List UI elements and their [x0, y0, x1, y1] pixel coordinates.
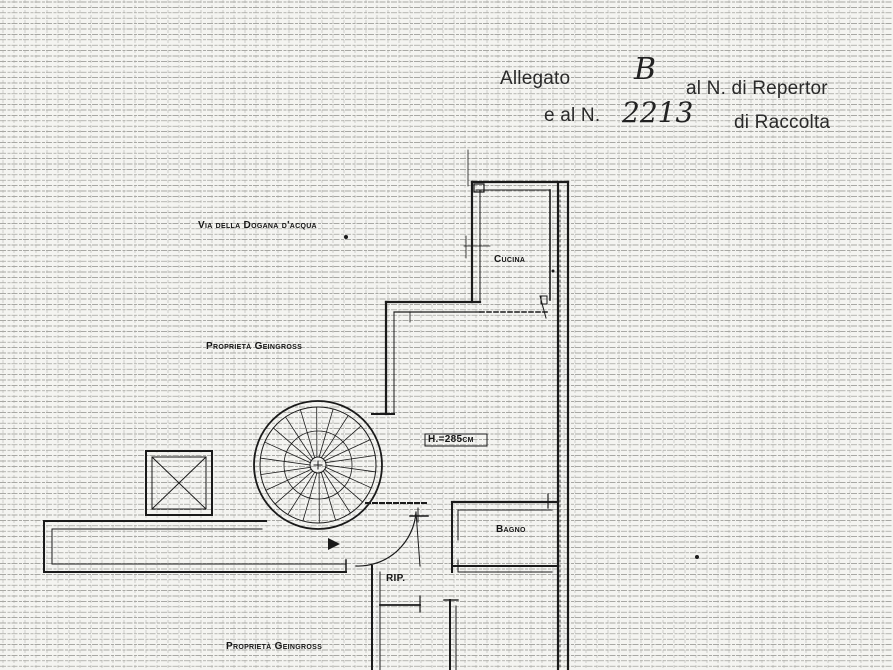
shaft-box — [145, 450, 213, 516]
label-street: Via della Dogana d'acqua — [198, 220, 317, 231]
label-bathroom: Bagno — [496, 524, 526, 535]
stair-tread — [299, 409, 316, 459]
annotation-allegato: Allegato — [500, 68, 571, 89]
stair-tread — [260, 466, 311, 476]
annotation-raccolta: di Raccolta — [734, 112, 831, 133]
stair-tread — [265, 468, 312, 491]
label-height: H.=285cm — [428, 434, 474, 445]
annotation-numero: e al N. — [544, 105, 601, 126]
entry-door — [355, 507, 429, 567]
stair-tread — [274, 470, 314, 505]
stair-tread — [259, 457, 311, 466]
kitchen-walls — [463, 149, 570, 304]
height-tag-frame — [424, 433, 488, 447]
stair-tread — [322, 425, 362, 460]
stair-tread — [272, 427, 312, 462]
stair-tread — [325, 454, 376, 464]
stair-tread — [264, 441, 311, 464]
label-property-bottom: Proprietà Geingross — [226, 641, 323, 652]
stair-tread — [325, 464, 377, 473]
bathroom-walls — [450, 493, 560, 573]
stair-tread — [322, 470, 352, 514]
stair-tread — [324, 439, 371, 462]
east-wall — [556, 180, 570, 670]
west-corridor-walls — [43, 520, 347, 573]
label-property-top: Proprietà Geingross — [206, 341, 303, 352]
stair-inner-ring — [259, 406, 377, 524]
spiral-staircase — [253, 400, 383, 530]
marker-dot — [695, 555, 699, 559]
storage-walls — [371, 565, 459, 670]
stair-tread — [320, 414, 349, 459]
marker-dot — [344, 235, 348, 239]
label-storage: RIP. — [386, 573, 406, 584]
marker-dot — [551, 269, 555, 273]
stair-tread — [284, 416, 314, 460]
annotation-number: 2213 — [622, 96, 694, 129]
annotation-repertorio: al N. di Repertor — [686, 78, 828, 99]
stair-tread — [320, 471, 337, 521]
annotation-mark: B — [634, 52, 657, 87]
stair-tread — [302, 472, 318, 522]
stair-tread — [318, 408, 334, 458]
stair-mid-ring — [283, 430, 353, 500]
stair-tread — [325, 466, 372, 489]
stair-tread — [287, 471, 316, 516]
label-kitchen: Cucina — [494, 254, 526, 265]
stair-tread — [324, 468, 364, 503]
corridor-upper-walls — [371, 295, 549, 416]
stair-outer-ring — [253, 400, 383, 530]
